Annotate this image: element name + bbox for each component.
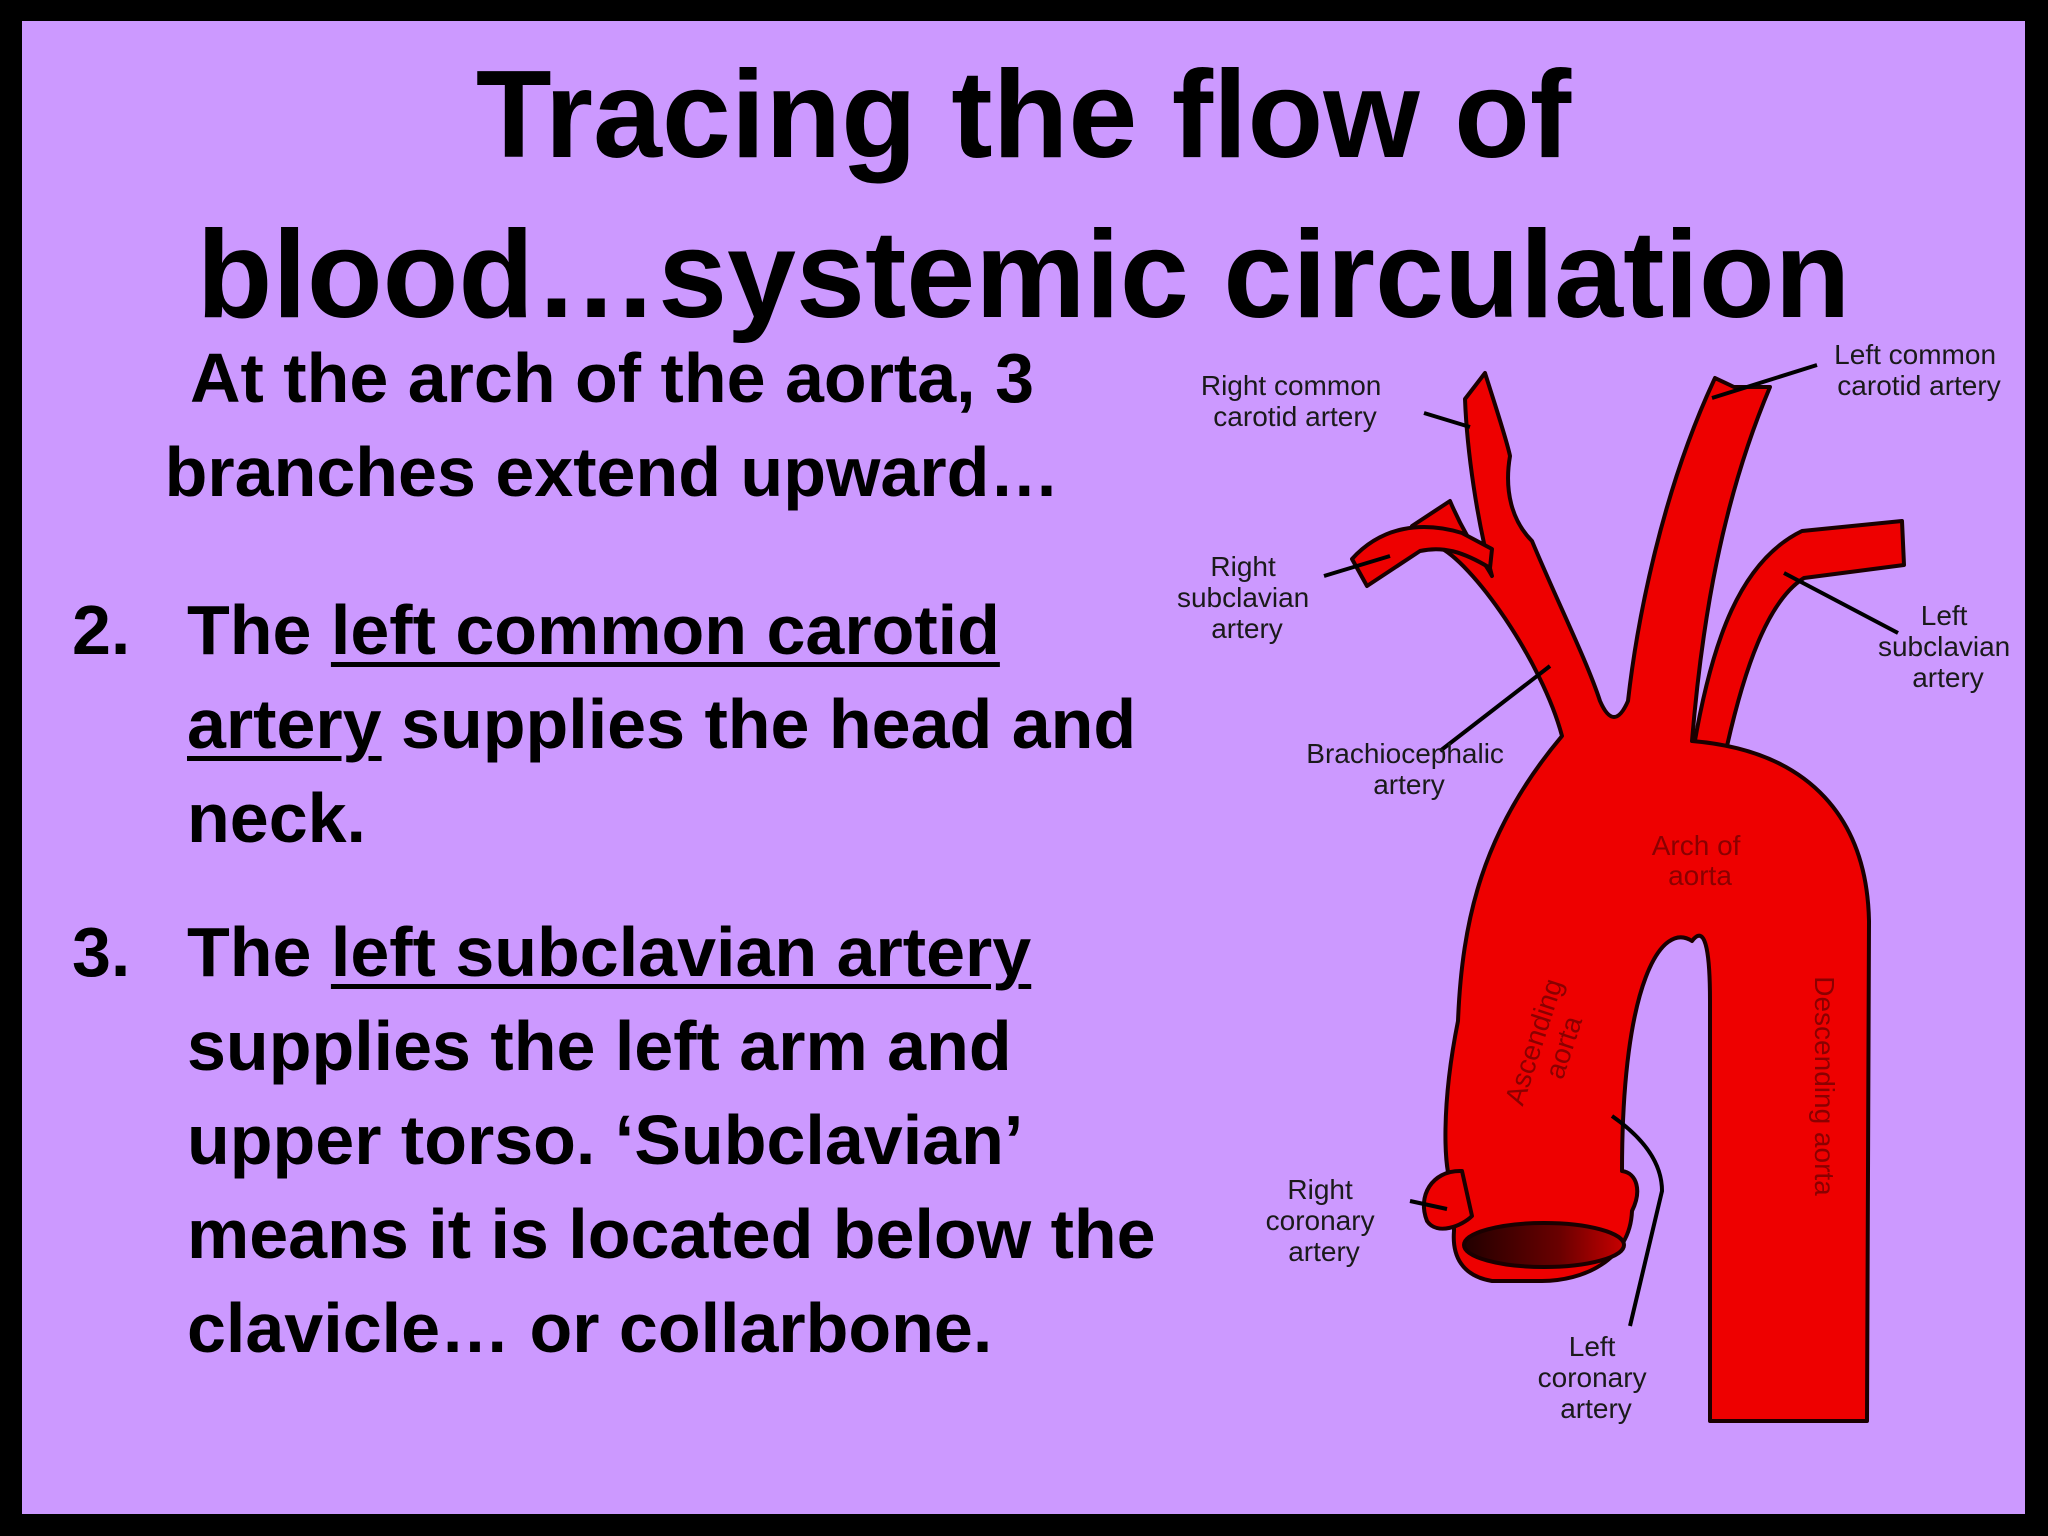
list-item-3: 3. The left subclavian artery supplies t…: [72, 905, 1162, 1375]
intro-text: At the arch of the aorta, 3 branches ext…: [82, 331, 1142, 519]
leader-line: [1409, 1199, 1448, 1211]
label-left-subclavian: Left subclavian artery: [1878, 600, 2018, 693]
list-number: 2.: [72, 591, 131, 669]
slide: Tracing the flow of blood…systemic circu…: [22, 21, 2025, 1514]
leader-line: [1711, 363, 1818, 400]
label-right-subclavian: Right subclavian artery: [1177, 551, 1317, 644]
label-brachiocephalic: Brachiocephalic artery: [1306, 738, 1511, 800]
leader-line: [1610, 1114, 1665, 1327]
item-rest: supplies the left arm and upper torso. ‘…: [187, 1007, 1156, 1367]
title-line-2: blood…systemic circulation: [196, 206, 1851, 344]
leader-line: [1423, 411, 1471, 429]
list-item-2: 2. The left common carotid artery suppli…: [72, 583, 1162, 865]
right-coronary-stub: [1421, 1169, 1474, 1231]
term-left-subclavian: left subclavian artery: [330, 913, 1032, 991]
label-descending-aorta: Descending aorta: [1809, 976, 1840, 1196]
leader-lines: [1323, 363, 1899, 1327]
aorta-diagram: Right common carotid artery Left common …: [1177, 339, 2018, 1424]
label-left-common-carotid: Left common carotid artery: [1834, 339, 2004, 401]
heart-opening: [1462, 1221, 1626, 1269]
leader-line: [1783, 571, 1899, 635]
title-line-1: Tracing the flow of: [475, 46, 1572, 184]
list-item-text: The left common carotid artery supplies …: [187, 583, 1162, 865]
label-right-coronary: Right coronary artery: [1266, 1174, 1383, 1267]
label-left-coronary: Left coronary artery: [1538, 1331, 1655, 1424]
list-item-text: The left subclavian artery supplies the …: [187, 905, 1162, 1375]
right-subclavian-artery: [1350, 525, 1494, 588]
leader-line: [1323, 554, 1391, 578]
leader-line: [1438, 664, 1552, 753]
item-lead: The: [187, 913, 331, 991]
term-left-common-carotid: left common carotid artery: [187, 591, 1000, 763]
left-subclavian-artery: [1692, 519, 1906, 748]
intro-line-1: At the arch of the aorta, 3: [189, 339, 1035, 417]
label-right-common-carotid: Right common carotid artery: [1201, 370, 1389, 432]
aorta-shape: [1350, 371, 1906, 1423]
item-lead: The: [187, 591, 331, 669]
slide-title: Tracing the flow of blood…systemic circu…: [22, 35, 2025, 355]
label-arch-of-aorta: Arch of aorta: [1652, 830, 1748, 891]
aorta-arch: [1410, 371, 1871, 1423]
item-rest: supplies the head and neck.: [187, 685, 1137, 857]
list-number: 3.: [72, 913, 131, 991]
intro-line-2: branches extend upward…: [164, 433, 1060, 511]
